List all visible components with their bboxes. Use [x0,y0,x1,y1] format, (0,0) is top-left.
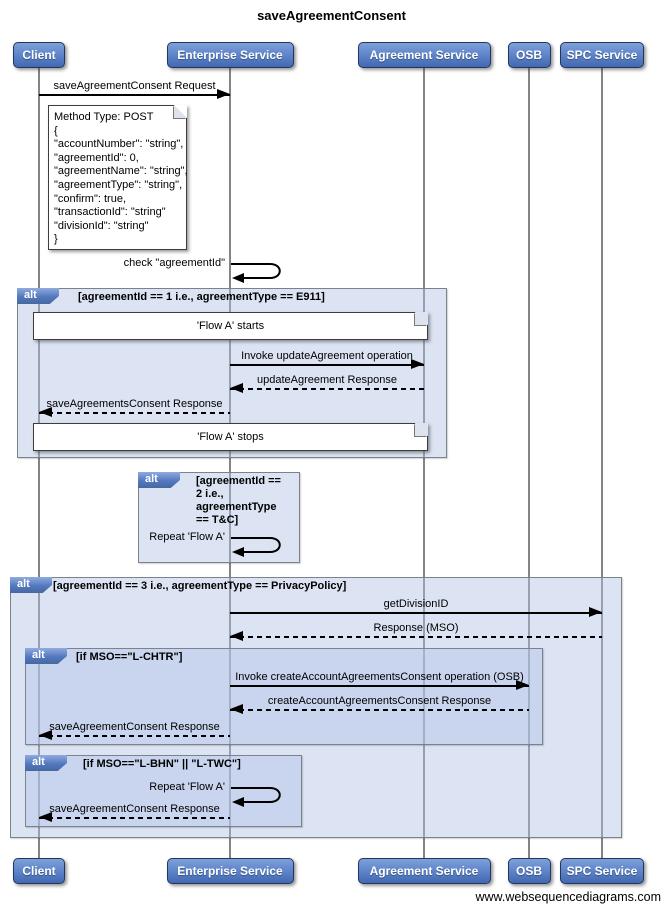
note-text-flow-a-starts: 'Flow A' starts [196,320,265,332]
self-call-label-check-agreementid: check "agreementId" [123,257,225,269]
message-line-save-agreements-consent-response [39,412,230,414]
message-label-save-request: saveAgreementConsent Request [53,80,216,92]
self-call-loop-repeat-flow-a-tc [231,537,281,557]
self-call-label-repeat-flow-a-tc: Repeat 'Flow A' [149,531,225,543]
self-call-loop-check-agreementid [231,263,281,283]
message-label-save-agreements-consent-response: saveAgreementsConsent Response [46,398,223,410]
note-flow-a-stops: 'Flow A' stops [33,423,428,451]
message-line-get-division-id [230,612,602,614]
lifeline-spc-service [601,68,603,858]
message-line-save-request [39,94,230,96]
message-arrowhead-save-request [217,89,230,99]
frame-alt-lchtr: alt [if MSO=="L-CHTR"] [25,648,543,745]
message-line-update-agreement-response [230,388,424,390]
message-arrowhead-get-division-id [589,607,602,617]
frame-condition-alt-e911: [agreementId == 1 i.e., agreementType ==… [78,291,325,303]
frame-alt-lbhn-ltwc: alt [if MSO=="L-BHN" || "L-TWC"] [25,755,302,827]
message-label-response-mso: Response (MSO) [373,622,459,634]
message-label-invoke-update-agreement: Invoke updateAgreement operation [241,350,413,362]
lifeline-agreement-service [423,68,425,858]
message-arrowhead-save-consent-response-lchtr [39,730,52,740]
message-arrowhead-save-consent-response-lbhn [39,812,52,822]
self-call-loop-repeat-flow-a-privacy [231,787,281,807]
frame-condition-alt-lchtr: [if MSO=="L-CHTR"] [76,651,183,663]
lifeline-enterprise-service [229,68,231,858]
actor-bottom-agreement-service: Agreement Service [357,858,491,884]
note-text-flow-a-stops: 'Flow A' stops [197,431,264,443]
message-label-update-agreement-response: updateAgreement Response [256,374,398,386]
self-call-label-repeat-flow-a-privacy: Repeat 'Flow A' [149,781,225,793]
frame-label-alt-tc: alt [138,472,180,488]
actor-bottom-osb: OSB [507,858,551,884]
message-line-save-consent-response-lchtr [39,735,230,737]
message-line-create-account-response [230,709,529,711]
message-label-save-consent-response-lchtr: saveAgreementConsent Response [49,721,220,733]
lifeline-osb [528,68,530,858]
lifeline-client [38,68,40,858]
diagram-title: saveAgreementConsent [257,8,406,23]
message-line-save-consent-response-lbhn [39,817,230,819]
frame-condition-alt-privacy: [agreementId == 3 i.e., agreementType ==… [53,580,347,592]
message-label-invoke-create-account: Invoke createAccountAgreementsConsent op… [235,671,524,683]
message-arrowhead-save-agreements-consent-response [39,407,52,417]
message-line-invoke-create-account [230,685,529,687]
note-fold-flap-flow-a-starts [415,312,428,325]
message-label-save-consent-response-lbhn: saveAgreementConsent Response [49,803,220,815]
note-flow-a-starts: 'Flow A' starts [33,312,428,340]
message-label-create-account-response: createAccountAgreementsConsent Response [267,695,492,707]
note-request-body: Method Type: POST { "accountNumber": "st… [48,105,188,250]
message-arrowhead-response-mso [230,631,243,641]
message-arrowhead-update-agreement-response [230,383,243,393]
frame-alt-tc: alt [agreementId == 2 i.e., agreementType… [138,472,300,563]
message-arrowhead-create-account-response [230,704,243,714]
actor-top-osb: OSB [507,42,551,68]
frame-label-alt-e911: alt [17,288,59,304]
actor-bottom-enterprise-service: Enterprise Service [166,858,294,884]
message-arrowhead-invoke-create-account [516,680,529,690]
message-label-get-division-id: getDivisionID [383,598,449,610]
note-fold-flap-flow-a-stops [415,423,428,436]
actor-top-spc-service: SPC Service [560,42,644,68]
actor-top-agreement-service: Agreement Service [357,42,491,68]
frame-alt-privacy: alt[agreementId == 3 i.e., agreementType… [10,577,622,838]
frame-label-alt-privacy: alt [10,577,52,593]
frame-label-alt-lbhn-ltwc: alt [25,755,67,771]
message-line-response-mso [230,636,602,638]
note-text-request-body: Method Type: POST { "accountNumber": "st… [54,111,188,246]
actor-bottom-client: Client [13,858,65,884]
frame-label-alt-lchtr: alt [25,648,67,664]
actor-top-client: Client [13,42,65,68]
frame-condition-alt-tc: [agreementId == 2 i.e., agreementType ==… [196,475,281,526]
actor-bottom-spc-service: SPC Service [560,858,644,884]
message-line-invoke-update-agreement [230,364,424,366]
actor-top-enterprise-service: Enterprise Service [166,42,294,68]
note-fold-flap-request-body [174,105,187,118]
frame-condition-alt-lbhn-ltwc: [if MSO=="L-BHN" || "L-TWC"] [83,758,241,770]
message-arrowhead-invoke-update-agreement [411,359,424,369]
watermark-url: www.websequencediagrams.com [475,890,661,904]
